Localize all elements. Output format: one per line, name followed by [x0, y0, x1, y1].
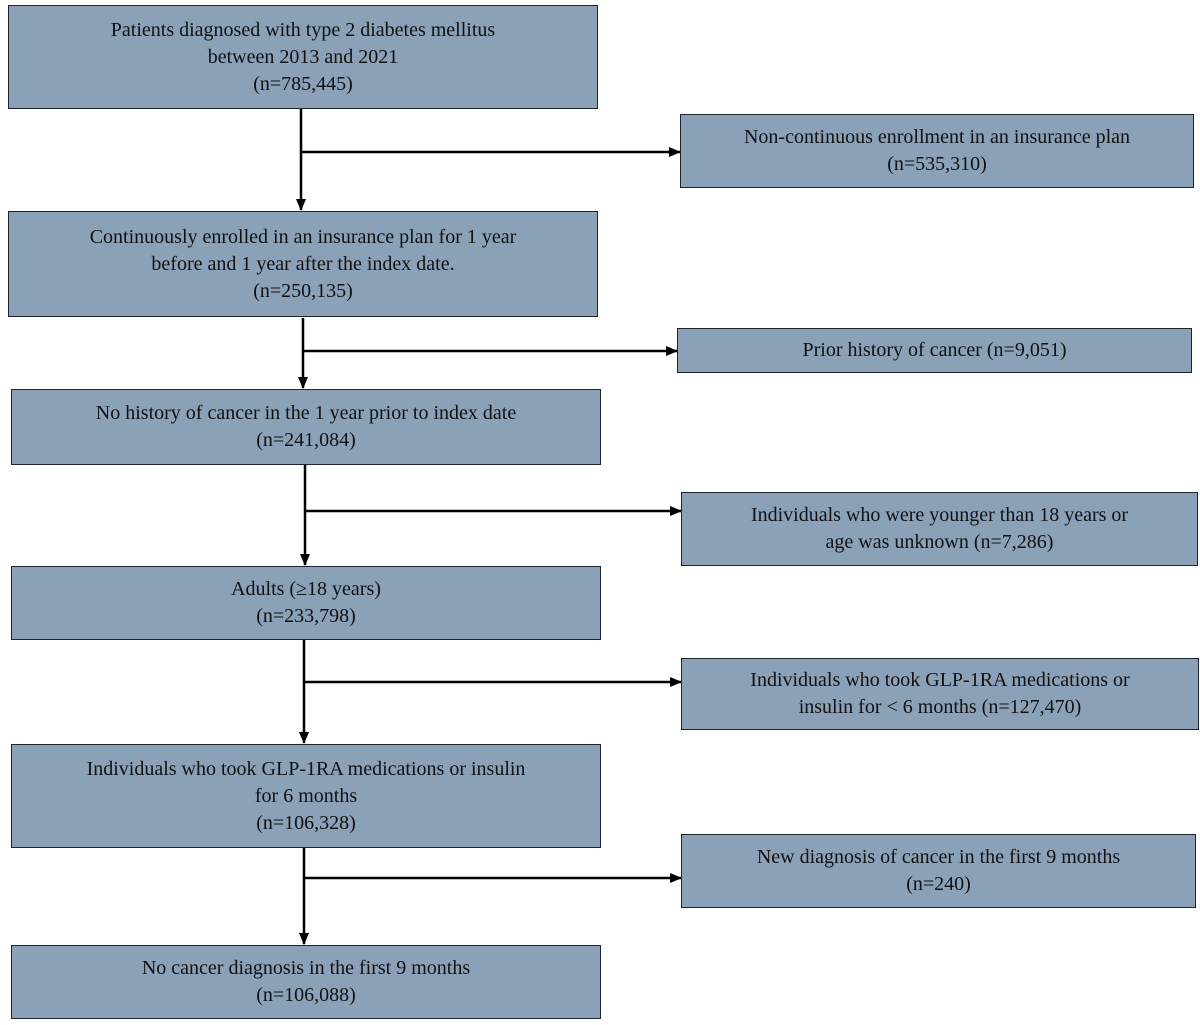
box-no-cancer-history: No history of cancer in the 1 year prior… [11, 389, 601, 465]
box-text-line: for 6 months [254, 784, 358, 807]
box-text-line: insulin for < 6 months (n=127,470) [798, 696, 1082, 718]
exclusion-non-continuous-enrollment: Non-continuous enrollment in an insuranc… [680, 114, 1194, 188]
box-text-line: Individuals who took GLP-1RA medications… [86, 757, 526, 780]
exclusion-new-cancer-9-months: New diagnosis of cancer in the first 9 m… [681, 834, 1196, 908]
box-text-line: (n=250,135) [253, 279, 353, 302]
box-text-line: age was unknown (n=7,286) [825, 531, 1054, 553]
box-adults: Adults (≥18 years) (n=233,798) [11, 566, 601, 640]
box-glp1ra-insulin-6-months: Individuals who took GLP-1RA medications… [11, 744, 601, 848]
box-text-line: Individuals who took GLP-1RA medications… [750, 669, 1130, 691]
exclusion-prior-cancer: Prior history of cancer (n=9,051) [677, 328, 1192, 373]
exclusion-under-18: Individuals who were younger than 18 yea… [681, 492, 1198, 566]
box-text-line: (n=106,088) [256, 984, 356, 1006]
box-text-line: Patients diagnosed with type 2 diabetes … [110, 18, 496, 41]
box-text-line: (n=785,445) [253, 72, 353, 95]
box-text-line: between 2013 and 2021 [207, 45, 399, 68]
box-text-line: Individuals who were younger than 18 yea… [750, 504, 1129, 526]
box-text-line: Continuously enrolled in an insurance pl… [89, 225, 517, 248]
box-text-line: Non-continuous enrollment in an insuranc… [743, 126, 1130, 148]
box-text-line: (n=240) [906, 873, 971, 895]
box-continuously-enrolled: Continuously enrolled in an insurance pl… [8, 211, 598, 317]
box-text-line: (n=535,310) [887, 153, 987, 175]
box-all-t2dm-patients: Patients diagnosed with type 2 diabetes … [8, 5, 598, 109]
box-text-line: No cancer diagnosis in the first 9 month… [141, 957, 471, 979]
box-text-line: before and 1 year after the index date. [151, 252, 455, 275]
box-text-line: (n=106,328) [256, 811, 356, 834]
box-text-line: (n=241,084) [256, 429, 356, 451]
exclusion-glp1ra-under-6-months: Individuals who took GLP-1RA medications… [681, 658, 1199, 730]
box-text-line: Prior history of cancer (n=9,051) [802, 339, 1067, 361]
box-text-line: New diagnosis of cancer in the first 9 m… [756, 846, 1121, 868]
box-text-line: Adults (≥18 years) [231, 578, 381, 600]
box-text-line: No history of cancer in the 1 year prior… [95, 402, 517, 424]
box-text-line: (n=233,798) [256, 605, 356, 627]
box-final-cohort: No cancer diagnosis in the first 9 month… [11, 945, 601, 1019]
